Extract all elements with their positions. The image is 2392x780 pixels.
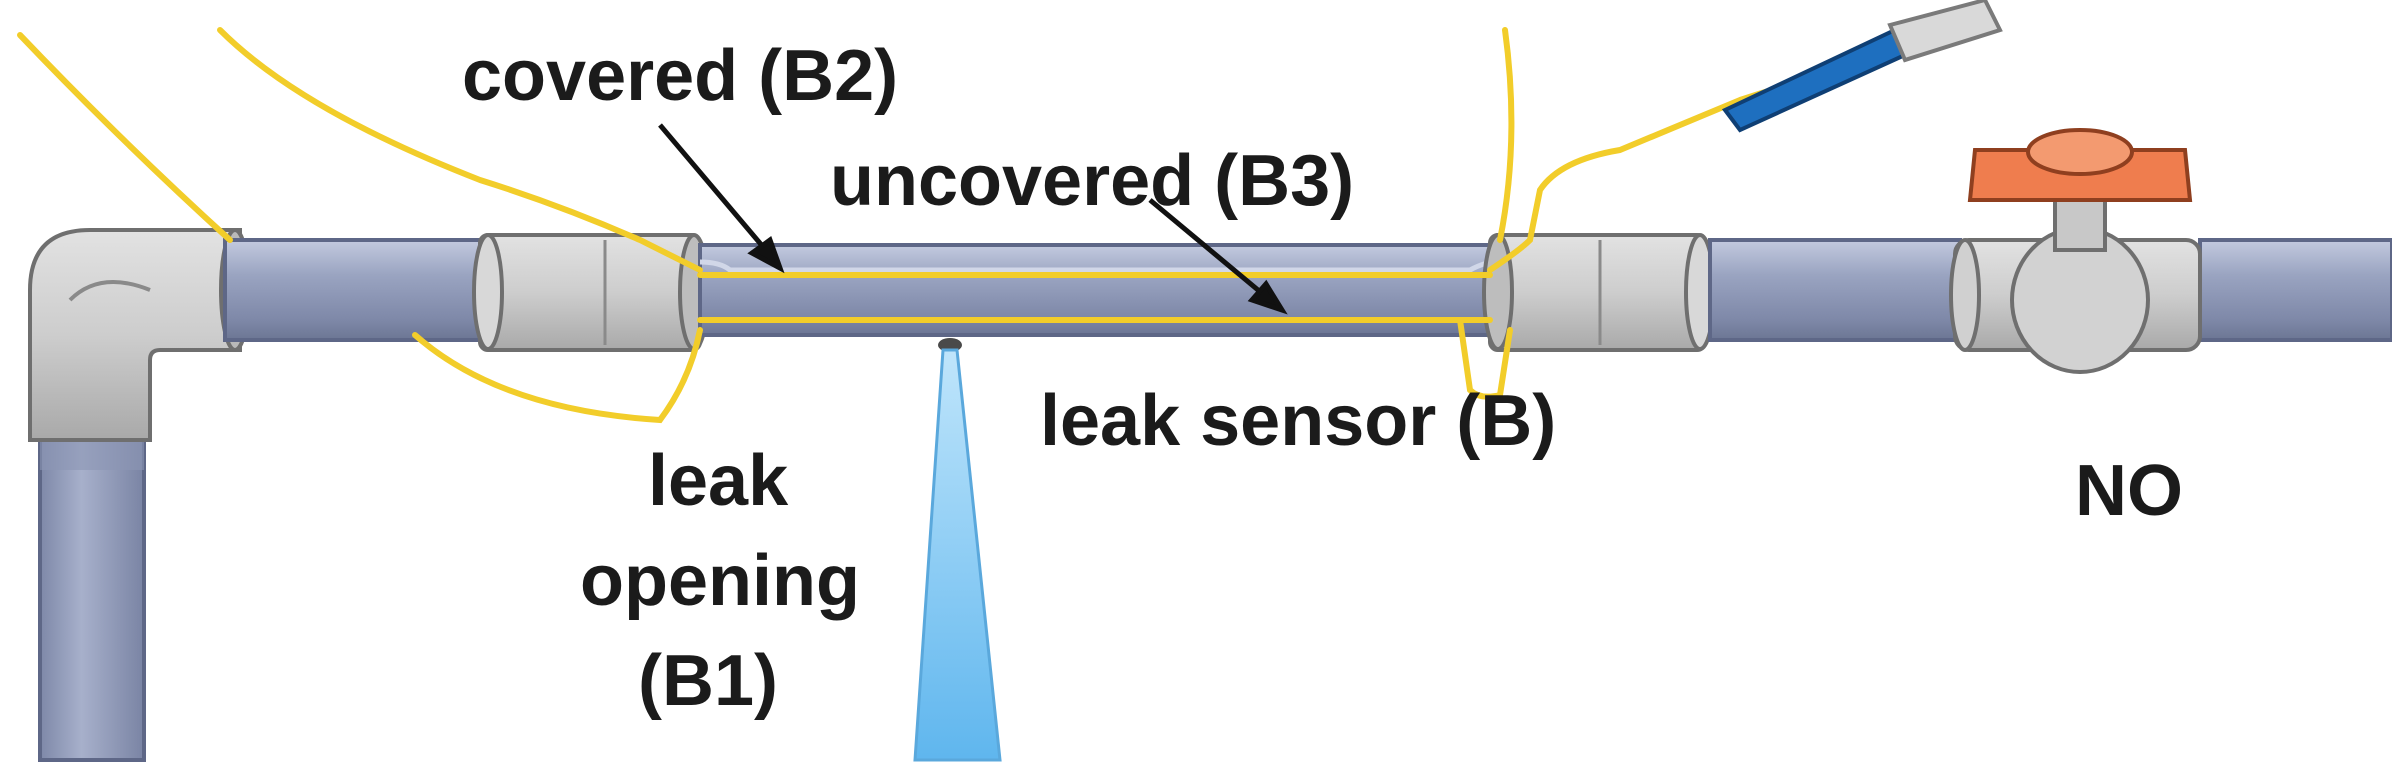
left-coupling-icon <box>472 233 710 352</box>
water-jet-icon <box>913 338 1002 762</box>
pipe-left-segment <box>223 238 487 342</box>
label-leak-opening-line3: (B1) <box>638 641 778 721</box>
sensor-wires <box>17 27 1853 424</box>
arrow-uncovered <box>1148 198 1272 302</box>
probe-icon <box>1721 0 2003 133</box>
label-leak-opening-line2: opening <box>580 541 860 621</box>
arrow-covered <box>658 123 772 257</box>
label-valve-state: NO <box>2075 451 2183 531</box>
label-uncovered: uncovered (B3) <box>830 141 1355 221</box>
label-leak-opening-line1: leak <box>648 441 789 521</box>
label-arrows <box>658 123 1288 315</box>
ball-valve-icon <box>1949 128 2202 374</box>
label-leak-sensor: leak sensor (B) <box>1040 381 1557 461</box>
elbow-fitting-icon <box>28 228 251 442</box>
label-covered: covered (B2) <box>462 36 899 116</box>
